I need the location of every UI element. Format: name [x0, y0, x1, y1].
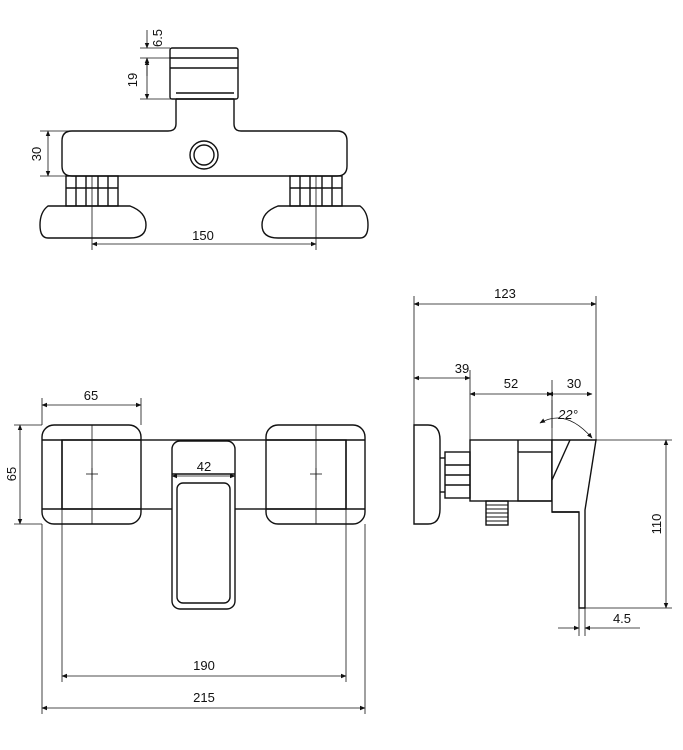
top-right-connector — [261, 175, 369, 239]
side-thread — [485, 500, 509, 526]
dim-30-side: 30 — [547, 376, 593, 397]
side-view: 123 39 52 30 22° 110 — [413, 286, 672, 636]
top-view: 6.5 19 30 150 — [29, 29, 369, 250]
dim-19-label: 19 — [125, 73, 140, 87]
dim-30-top: 30 — [29, 130, 72, 177]
side-nut — [440, 451, 471, 499]
dim-110: 110 — [585, 439, 672, 609]
dim-110-label: 110 — [649, 514, 664, 535]
dim-52-label: 52 — [504, 376, 518, 391]
top-left-connector — [39, 175, 147, 239]
dim-215-label: 215 — [193, 690, 215, 705]
dim-30-side-label: 30 — [567, 376, 581, 391]
dim-4-5: 4.5 — [558, 608, 640, 636]
dim-65-width: 65 — [41, 388, 142, 425]
side-lever — [551, 439, 597, 609]
dim-65-height-label: 65 — [4, 467, 19, 481]
dim-190: 190 — [61, 509, 347, 682]
dim-39-label: 39 — [455, 361, 469, 376]
dim-30-top-label: 30 — [29, 147, 44, 161]
dim-angle-label: 22° — [557, 407, 578, 422]
dim-52: 52 — [469, 376, 553, 440]
dim-150-label: 150 — [192, 228, 214, 243]
dim-4-5-label: 4.5 — [613, 611, 631, 626]
dim-angle-22: 22° — [539, 400, 593, 439]
dim-39: 39 — [413, 361, 471, 440]
dim-6-5: 6.5 — [140, 29, 170, 76]
top-body — [61, 99, 348, 177]
dim-65-height: 65 — [4, 424, 42, 525]
dim-215: 215 — [41, 524, 366, 714]
dim-19: 19 — [125, 59, 176, 100]
dim-6-5-label: 6.5 — [150, 29, 165, 47]
top-handle — [169, 47, 239, 100]
dim-65-width-label: 65 — [84, 388, 98, 403]
side-body — [469, 439, 553, 502]
dim-42-label: 42 — [197, 459, 211, 474]
side-flange — [413, 424, 441, 525]
dim-42: 42 — [171, 459, 236, 479]
dim-150: 150 — [91, 176, 317, 250]
dim-190-label: 190 — [193, 658, 215, 673]
dim-123-label: 123 — [494, 286, 516, 301]
front-view: 65 65 42 190 215 — [4, 388, 366, 714]
dim-123: 123 — [413, 286, 597, 440]
